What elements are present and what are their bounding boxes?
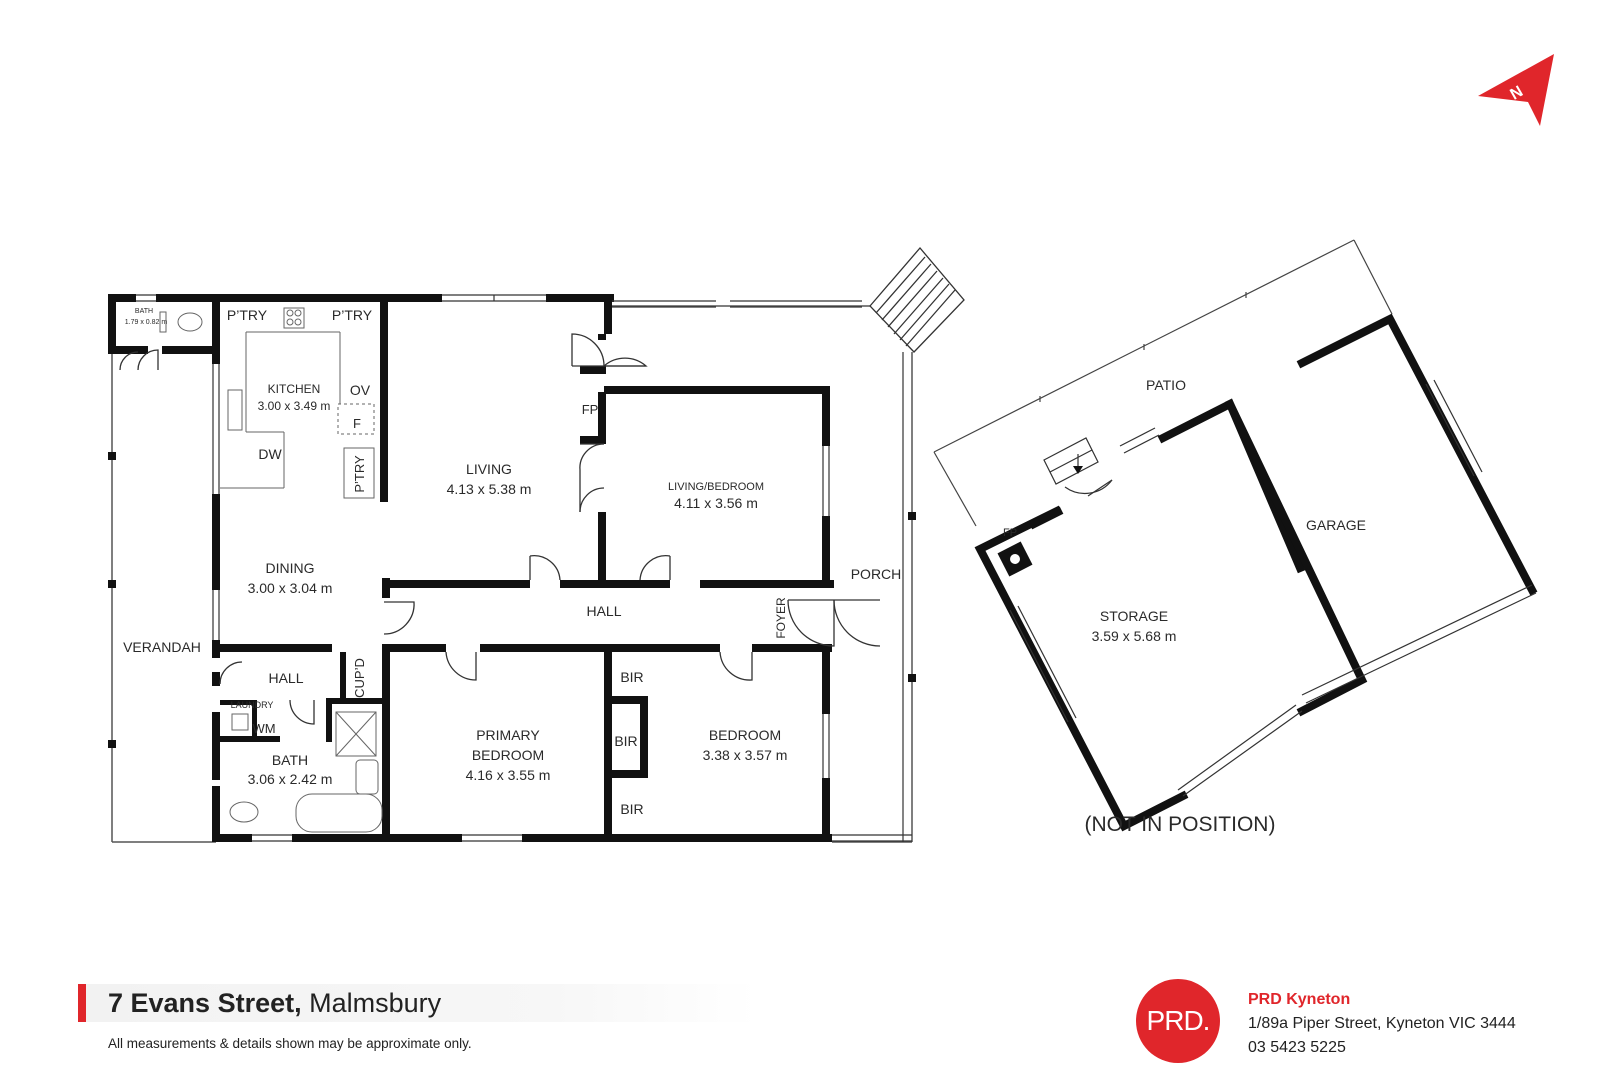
garage-label: GARAGE	[1306, 517, 1366, 533]
kitchen-label: KITCHEN	[268, 382, 321, 396]
kitchen-fittings	[159, 307, 383, 833]
logo-text: PRD.	[1146, 1005, 1211, 1036]
property-address: 7 Evans Street, Malmsbury	[108, 988, 441, 1018]
porch-label: PORCH	[851, 566, 902, 582]
fireplace-label: FP	[582, 402, 599, 417]
bath-small-label: BATH	[135, 308, 153, 315]
outbuilding: PATIO GARAGE FP STORAGE 3.59 x 5.68 m (N…	[933, 239, 1538, 836]
verandah-posts	[108, 452, 916, 748]
dishwasher-label: DW	[258, 446, 282, 462]
living-label: LIVING	[466, 461, 512, 477]
street-address: 7 Evans Street,	[108, 988, 302, 1018]
primary-bedroom-label-2: BEDROOM	[472, 747, 544, 763]
living-bedroom-dims: 4.11 x 3.56 m	[674, 495, 758, 511]
patio-label: PATIO	[1146, 377, 1186, 393]
main-house: BATH 1.79 x 0.82 m P’TRY P’TRY KITCHEN 3…	[108, 246, 965, 843]
outbuilding-fp-label: FP	[1003, 527, 1017, 539]
agency-name: PRD Kyneton	[1248, 991, 1351, 1008]
walls	[108, 294, 834, 842]
bir-label-2: BIR	[614, 733, 637, 749]
laundry-label: LAUNDRY	[231, 700, 274, 710]
ptry-label-1: P’TRY	[227, 307, 268, 323]
primary-bedroom-label-1: PRIMARY	[476, 727, 540, 743]
porch-outline	[612, 305, 913, 843]
hall-main-label: HALL	[586, 603, 621, 619]
suburb: Malmsbury	[309, 988, 442, 1018]
agency-info: PRD Kyneton 1/89a Piper Street, Kyneton …	[1248, 988, 1516, 1060]
garage-walls	[974, 313, 1538, 832]
primary-bedroom-dims: 4.16 x 3.55 m	[466, 767, 551, 783]
living-dims: 4.13 x 5.38 m	[447, 481, 532, 497]
verandah-outline	[111, 298, 216, 843]
bedroom-label: BEDROOM	[709, 727, 781, 743]
dining-dims: 3.00 x 3.04 m	[248, 580, 333, 596]
bath-label: BATH	[272, 752, 308, 768]
living-bedroom-label: LIVING/BEDROOM	[668, 481, 764, 493]
address-banner	[78, 984, 758, 1022]
washing-machine-label: WM	[252, 721, 275, 736]
bir-label-3: BIR	[620, 801, 643, 817]
verandah-label: VERANDAH	[123, 639, 201, 655]
prd-logo: PRD.	[1136, 979, 1220, 1063]
bir-label-1: BIR	[620, 669, 643, 685]
windows	[136, 294, 912, 842]
north-compass-icon: N	[1478, 54, 1554, 126]
not-in-position-note: (NOT IN POSITION)	[1085, 813, 1276, 836]
door-arrow	[1073, 466, 1083, 474]
cupboard-label: CUP’D	[352, 658, 367, 698]
dining-label: DINING	[266, 560, 315, 576]
bath-dims: 3.06 x 2.42 m	[248, 771, 333, 787]
address-accent-bar	[78, 984, 86, 1022]
outbuilding-door	[1043, 437, 1113, 497]
oven-label: OV	[350, 382, 371, 398]
doors	[119, 333, 881, 725]
fridge-label: F	[353, 416, 361, 431]
hall-small-label: HALL	[268, 670, 303, 686]
agency-phone: 03 5423 5225	[1248, 1039, 1346, 1056]
ptry-label-3: P’TRY	[352, 455, 367, 493]
garage-windows	[1009, 379, 1537, 797]
storage-label: STORAGE	[1100, 608, 1168, 624]
agency-address: 1/89a Piper Street, Kyneton VIC 3444	[1248, 1015, 1516, 1032]
bath-small-dims: 1.79 x 0.82 m	[125, 319, 168, 326]
kitchen-dims: 3.00 x 3.49 m	[258, 399, 331, 413]
ptry-label-2: P’TRY	[332, 307, 373, 323]
foyer-label: FOYER	[774, 597, 788, 639]
disclaimer: All measurements & details shown may be …	[108, 1036, 472, 1051]
porch-stairs	[869, 246, 965, 353]
fireplace-flue	[1010, 554, 1020, 564]
bedroom-dims: 3.38 x 3.57 m	[703, 747, 788, 763]
patio-outline	[933, 239, 1393, 527]
storage-dims: 3.59 x 5.68 m	[1092, 628, 1177, 644]
